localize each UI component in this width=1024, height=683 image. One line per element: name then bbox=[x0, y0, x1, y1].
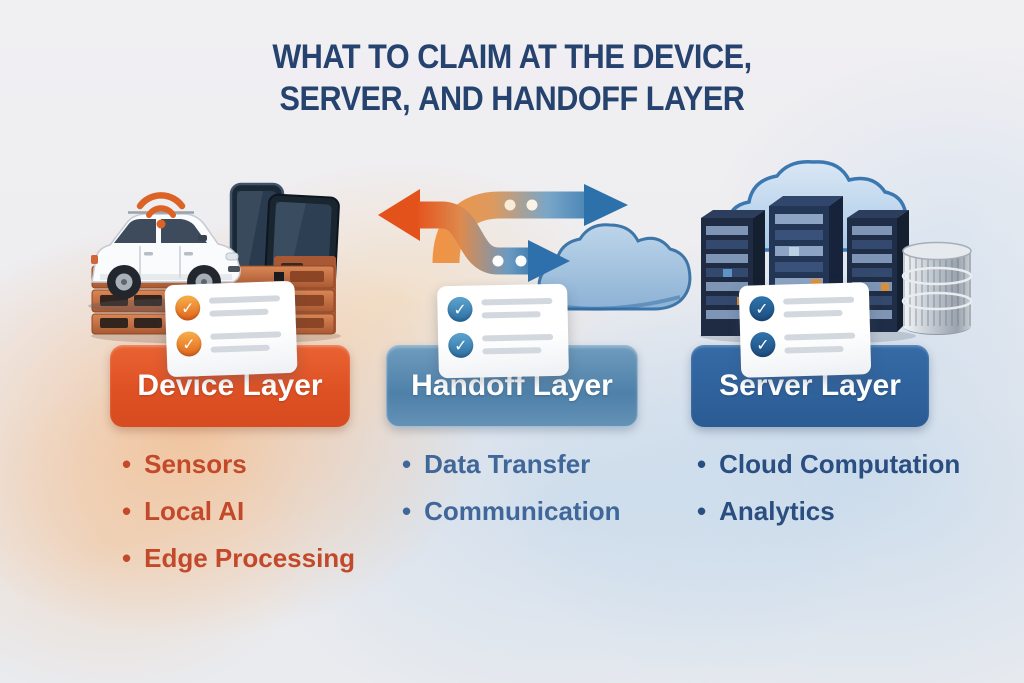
checklist-row: ✓ bbox=[448, 331, 558, 359]
bullet-item: • Data Transfer bbox=[402, 449, 621, 480]
placeholder-line bbox=[210, 331, 282, 340]
device-layer-bullets: • Sensors • Local AI • Edge Processing bbox=[122, 449, 355, 574]
placeholder-line bbox=[208, 295, 281, 304]
bullet-marker: • bbox=[122, 496, 132, 526]
bullet-marker: • bbox=[402, 496, 412, 526]
bullet-text: Local AI bbox=[144, 496, 245, 526]
bullet-text: Communication bbox=[424, 496, 621, 526]
transfer-arrows-icon bbox=[378, 184, 628, 282]
check-icon: ✓ bbox=[174, 295, 201, 321]
placeholder-line bbox=[481, 311, 541, 319]
wifi-signal-icon bbox=[136, 192, 186, 229]
checklist-row: ✓ bbox=[749, 293, 860, 322]
bullet-text: Sensors bbox=[144, 449, 247, 479]
bullet-item: • Analytics bbox=[697, 496, 960, 527]
bullet-item: • Communication bbox=[402, 496, 621, 527]
handoff-checklist-card: ✓ ✓ bbox=[437, 283, 569, 379]
checklist-row: ✓ bbox=[176, 328, 287, 357]
title-line-1: WHAT TO CLAIM AT THE DEVICE, bbox=[272, 38, 752, 76]
check-icon: ✓ bbox=[447, 296, 473, 323]
title-line-2-rest: AND HANDOFF LAYER bbox=[418, 80, 745, 119]
placeholder-line bbox=[482, 333, 554, 342]
title-line-2-emphasis: SERVER, bbox=[279, 80, 411, 119]
bullet-item: • Local AI bbox=[122, 496, 355, 527]
checklist-row: ✓ bbox=[174, 292, 286, 321]
right-arrowhead-top bbox=[584, 184, 628, 226]
checklist-row: ✓ bbox=[750, 329, 861, 358]
title-line-2: SERVER,AND HANDOFF LAYER bbox=[51, 78, 973, 120]
placeholder-line bbox=[209, 308, 269, 317]
check-icon: ✓ bbox=[448, 332, 474, 359]
bullet-marker: • bbox=[122, 449, 132, 479]
device-checklist-card: ✓ ✓ bbox=[164, 280, 298, 378]
placeholder-line bbox=[482, 347, 542, 355]
bullet-marker: • bbox=[697, 449, 707, 479]
check-icon: ✓ bbox=[176, 331, 202, 357]
placeholder-line bbox=[481, 297, 553, 306]
server-checklist-card: ✓ ✓ bbox=[738, 282, 872, 378]
placeholder-line bbox=[210, 344, 271, 353]
check-icon: ✓ bbox=[750, 331, 776, 358]
bullet-item: • Sensors bbox=[122, 449, 355, 480]
placeholder-line bbox=[784, 332, 856, 341]
placeholder-line bbox=[784, 345, 844, 354]
check-icon: ✓ bbox=[749, 295, 775, 322]
bullet-text: Data Transfer bbox=[424, 449, 591, 479]
handoff-layer-bullets: • Data Transfer • Communication bbox=[402, 449, 621, 527]
handoff-layer-illustration bbox=[378, 184, 692, 311]
placeholder-line bbox=[783, 309, 843, 318]
bullet-text: Edge Processing bbox=[144, 543, 356, 573]
left-arrowhead bbox=[378, 189, 420, 241]
right-arrowhead-bottom bbox=[528, 240, 570, 282]
server-layer-bullets: • Cloud Computation • Analytics bbox=[697, 449, 960, 527]
bullet-item: • Cloud Computation bbox=[697, 449, 960, 480]
bullet-text: Analytics bbox=[719, 496, 835, 526]
bullet-marker: • bbox=[402, 449, 412, 479]
page-title: WHAT TO CLAIM AT THE DEVICE, SERVER,AND … bbox=[51, 36, 973, 120]
placeholder-line bbox=[783, 296, 855, 305]
bullet-marker: • bbox=[697, 496, 707, 526]
bullet-marker: • bbox=[122, 543, 132, 573]
database-icon bbox=[901, 241, 973, 335]
checklist-row: ✓ bbox=[447, 295, 557, 323]
bullet-item: • Edge Processing bbox=[122, 543, 355, 574]
bullet-text: Cloud Computation bbox=[719, 449, 961, 479]
